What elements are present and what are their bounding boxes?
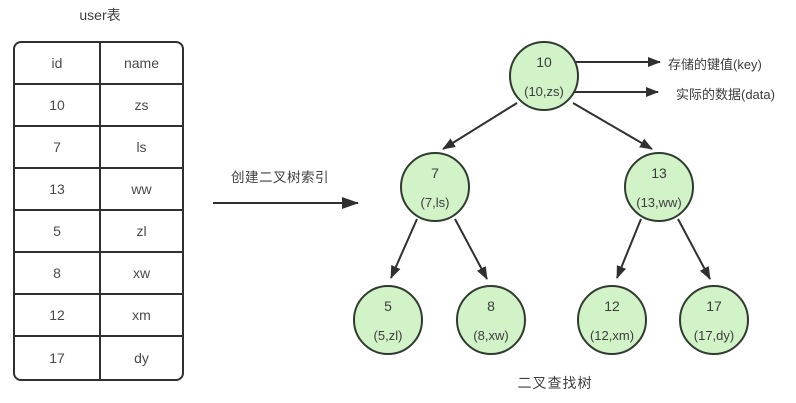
node-data: (13,ww) <box>636 195 682 210</box>
tree-node-17: 17 (17,dy) <box>679 285 749 355</box>
table-header-id: id <box>15 43 101 85</box>
data-annotation-label: 实际的数据(data) <box>676 87 775 102</box>
tree-node-5: 5 (5,zl) <box>353 285 423 355</box>
edge-7-8 <box>454 218 488 280</box>
edge-7-5 <box>390 218 418 279</box>
table-cell: dy <box>134 350 149 366</box>
edge-10-7 <box>442 102 518 150</box>
user-table: id name 10 zs 7 ls 13 ww 5 zl 8 xw 12 xm… <box>13 41 184 381</box>
table-cell: 13 <box>15 169 101 211</box>
key-annotation-label: 存储的键值(key) <box>668 57 762 72</box>
tree-node-10: 10 (10,zs) <box>509 41 579 111</box>
table-cell: 8 <box>15 253 101 295</box>
tree-node-13: 13 (13,ww) <box>624 152 694 222</box>
node-data: (10,zs) <box>524 84 564 99</box>
transform-label: 创建二叉树索引 <box>231 170 329 185</box>
node-data: (7,ls) <box>420 195 450 210</box>
table-cell: 7 <box>15 127 101 169</box>
tree-caption: 二叉查找树 <box>517 375 593 391</box>
tree-node-7: 7 (7,ls) <box>400 152 470 222</box>
edge-10-13 <box>572 102 653 150</box>
table-cell: zs <box>101 85 182 127</box>
node-data: (8,xw) <box>473 328 509 343</box>
edge-13-17 <box>677 218 711 280</box>
table-cell: ww <box>101 169 182 211</box>
tree-node-12: 12 (12,xm) <box>577 285 647 355</box>
node-key: 5 <box>384 298 392 314</box>
node-key: 8 <box>487 298 495 314</box>
edge-13-12 <box>616 218 642 279</box>
node-data: (5,zl) <box>373 328 403 343</box>
node-key: 12 <box>604 298 620 314</box>
table-title: user表 <box>79 7 121 23</box>
table-cell: 17 <box>15 337 101 379</box>
table-cell: xw <box>101 253 182 295</box>
node-data: (12,xm) <box>589 328 635 343</box>
node-key: 13 <box>651 165 667 181</box>
table-header-name: name <box>101 43 182 85</box>
table-cell: 10 <box>15 85 101 127</box>
table-cell: 12 <box>15 295 101 337</box>
table-cell: ls <box>101 127 182 169</box>
node-data: (17,dy) <box>693 328 735 343</box>
node-key: 10 <box>536 54 552 70</box>
table-cell: xm <box>101 295 182 337</box>
tree-node-8: 8 (8,xw) <box>456 285 526 355</box>
table-cell: zl <box>101 211 182 253</box>
node-key: 17 <box>706 298 722 314</box>
node-key: 7 <box>431 165 439 181</box>
table-cell: 5 <box>15 211 101 253</box>
